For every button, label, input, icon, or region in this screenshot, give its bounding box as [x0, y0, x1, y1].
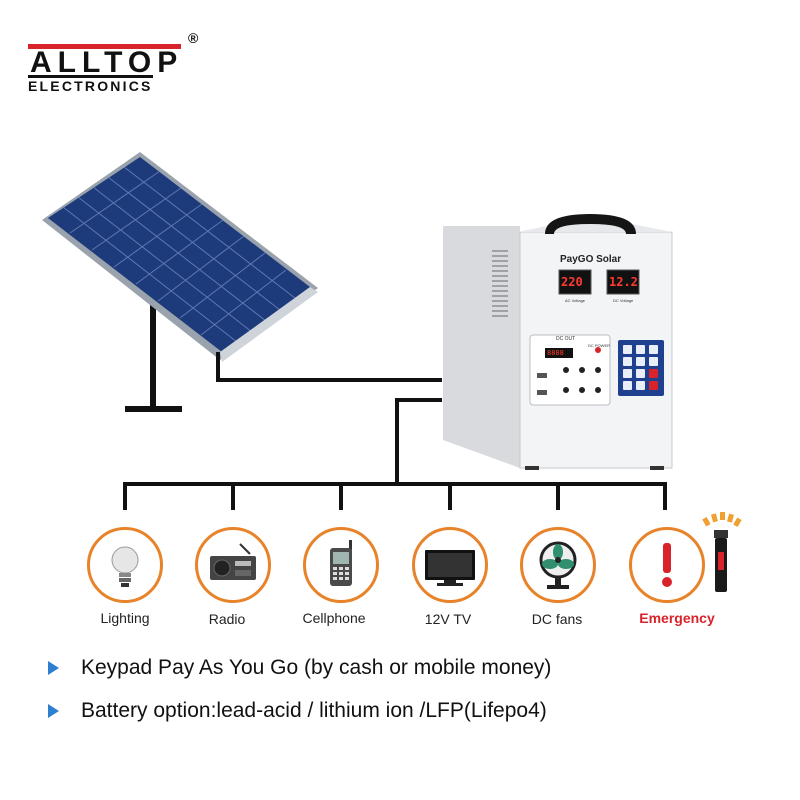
bullet-text: Keypad Pay As You Go (by cash or mobile …: [81, 656, 552, 679]
ac-voltage-display: 220: [561, 275, 583, 289]
dc-out-label: DC OUT: [556, 336, 576, 342]
radio-icon: [195, 527, 271, 603]
logo-red-bar: [28, 44, 181, 49]
logo-registered-mark: ®: [188, 30, 199, 46]
cellphone-icon: [303, 527, 379, 603]
appliance-label-fans: DC fans: [531, 611, 583, 627]
bullet-battery: Battery option:lead-acid / lithium ion /…: [48, 699, 547, 723]
logo-brand-top: ALLTOP: [30, 46, 184, 79]
bullet-text: Battery option:lead-acid / lithium ion /…: [81, 699, 547, 722]
generator-title: PayGO Solar: [560, 254, 622, 265]
bulb-icon: [87, 527, 163, 603]
bullet-triangle-icon: [48, 661, 59, 675]
appliance-label-lighting: Lighting: [100, 610, 150, 626]
bullet-triangle-icon: [48, 704, 59, 718]
brand-logo: ALLTOP ® ELECTRONICS: [28, 30, 208, 93]
ac-voltage-label: AC Voltage: [565, 298, 586, 303]
logo-brand-bottom: ELECTRONICS: [28, 75, 153, 93]
appliance-label-radio: Radio: [208, 611, 246, 627]
exclamation-icon: [629, 527, 705, 603]
bullet-keypad: Keypad Pay As You Go (by cash or mobile …: [48, 656, 551, 680]
appliance-label-tv: 12V TV: [424, 611, 472, 627]
generator-unit: [443, 214, 673, 470]
dc-power-label: DC POWER: [588, 343, 610, 348]
flashlight-icon: [702, 512, 742, 592]
dc-voltage-display: 12.2: [609, 275, 638, 289]
fan-icon: [520, 527, 596, 603]
tv-icon: [412, 527, 488, 603]
appliance-label-cellphone: Cellphone: [302, 610, 366, 626]
panel-display: 8888: [547, 349, 564, 357]
appliance-label-emergency: Emergency: [639, 610, 715, 626]
dc-voltage-label: DC Voltage: [613, 298, 634, 303]
solar-panel-icon: [42, 152, 318, 412]
